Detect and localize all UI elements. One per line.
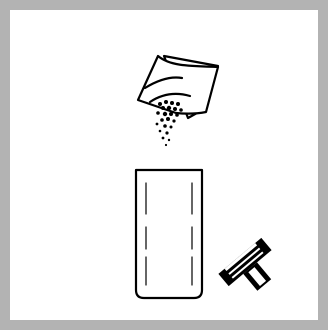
sample-cell-icon [136, 170, 202, 298]
cell-stopper-icon [218, 238, 285, 303]
powder-pillow-icon [138, 56, 218, 118]
